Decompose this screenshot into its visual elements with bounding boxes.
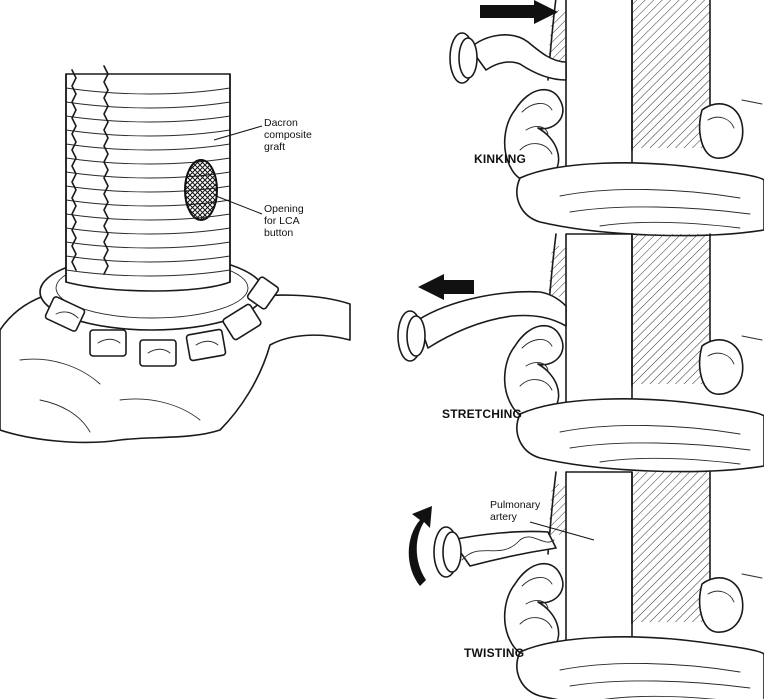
twisting-panel [408, 471, 764, 699]
stretching-arrow [418, 274, 474, 300]
kinking-arrow [480, 0, 558, 24]
lca-opening [184, 159, 218, 221]
kinking-panel [449, 0, 764, 237]
pulmonary-artery-label: Pulmonary artery [490, 499, 543, 523]
opening-label: Opening for LCA button [264, 203, 307, 239]
graft-label: Dacron composite graft [264, 117, 315, 153]
composite-graft-illustration [0, 65, 351, 444]
kinking-caption: KINKING [474, 152, 526, 166]
stretching-panel [397, 233, 764, 473]
twisting-caption: TWISTING [464, 646, 524, 660]
twisting-arrow [408, 506, 432, 586]
stretching-caption: STRETCHING [442, 407, 522, 421]
